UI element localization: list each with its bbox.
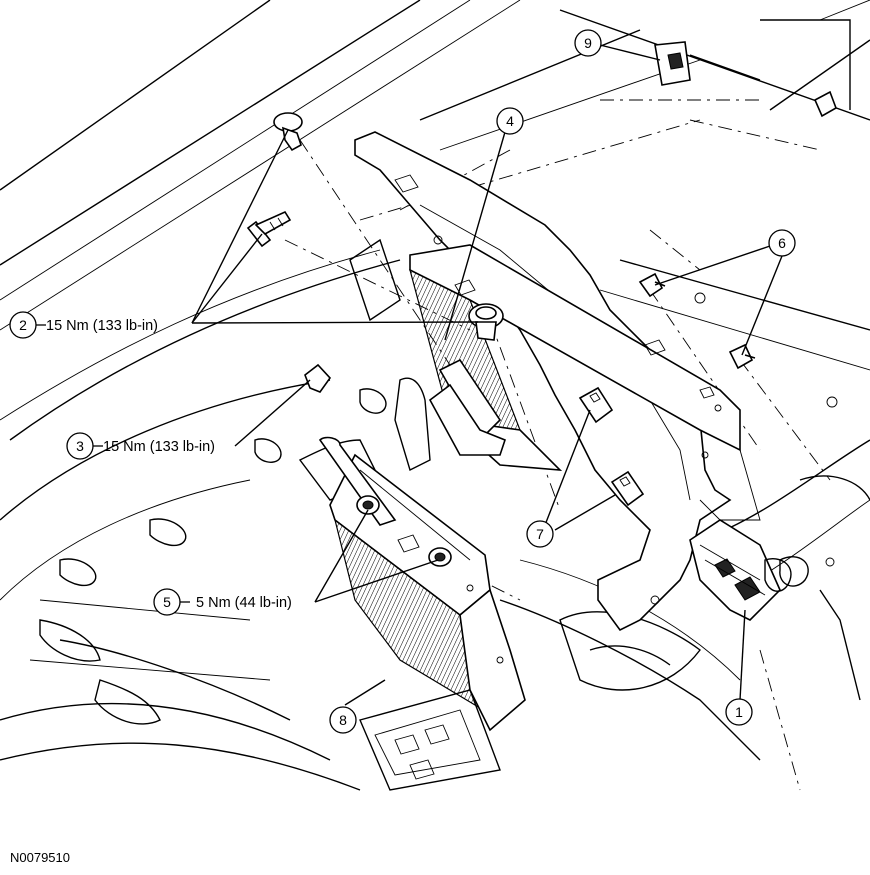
leader-lines xyxy=(191,44,783,706)
torque-spec: 5 Nm (44 lb-in) xyxy=(196,595,292,611)
connector-icon xyxy=(578,386,614,424)
callout-number: 5 xyxy=(163,594,171,610)
callout-number: 6 xyxy=(778,235,786,251)
push-pin-icon xyxy=(638,272,666,298)
bolt-icon-group xyxy=(246,41,838,567)
callout-number: 9 xyxy=(584,35,592,51)
callout-number: 8 xyxy=(339,712,347,728)
alignment-lines xyxy=(284,99,831,791)
nut-icon xyxy=(428,547,452,567)
callout-8: 8 xyxy=(329,706,357,734)
figure-id: N0079510 xyxy=(10,850,70,865)
torque-spec: 15 Nm (133 lb-in) xyxy=(103,439,215,455)
vehicle-body-background xyxy=(0,0,870,791)
callout-2: 2 15 Nm (133 lb-in) xyxy=(9,311,158,339)
callout-6: 6 xyxy=(768,229,796,257)
bolt-icon xyxy=(273,112,303,152)
callout-5: 5 5 Nm (44 lb-in) xyxy=(153,588,292,616)
callout-1: 1 xyxy=(725,698,753,726)
callout-7: 7 xyxy=(526,520,554,548)
electronic-module xyxy=(409,244,761,521)
callout-number: 2 xyxy=(19,317,27,333)
nut-icon xyxy=(356,495,380,515)
wiring-connector-assembly xyxy=(689,519,792,621)
push-pin-icon xyxy=(728,343,756,370)
callout-number: 7 xyxy=(536,526,544,542)
torque-spec: 15 Nm (133 lb-in) xyxy=(46,318,158,334)
bolt-icon xyxy=(246,210,292,248)
clip-icon xyxy=(304,363,332,393)
connector-icon xyxy=(610,470,645,507)
amplifier-module xyxy=(318,436,526,732)
callout-number: 3 xyxy=(76,438,84,454)
callout-9: 9 xyxy=(574,29,602,57)
callout-number: 4 xyxy=(506,113,514,129)
bolt-icon xyxy=(468,303,504,341)
callout-number: 1 xyxy=(735,704,743,720)
callout-4: 4 xyxy=(496,107,524,135)
callout-3: 3 15 Nm (133 lb-in) xyxy=(66,432,215,460)
connector-icon xyxy=(654,41,761,86)
